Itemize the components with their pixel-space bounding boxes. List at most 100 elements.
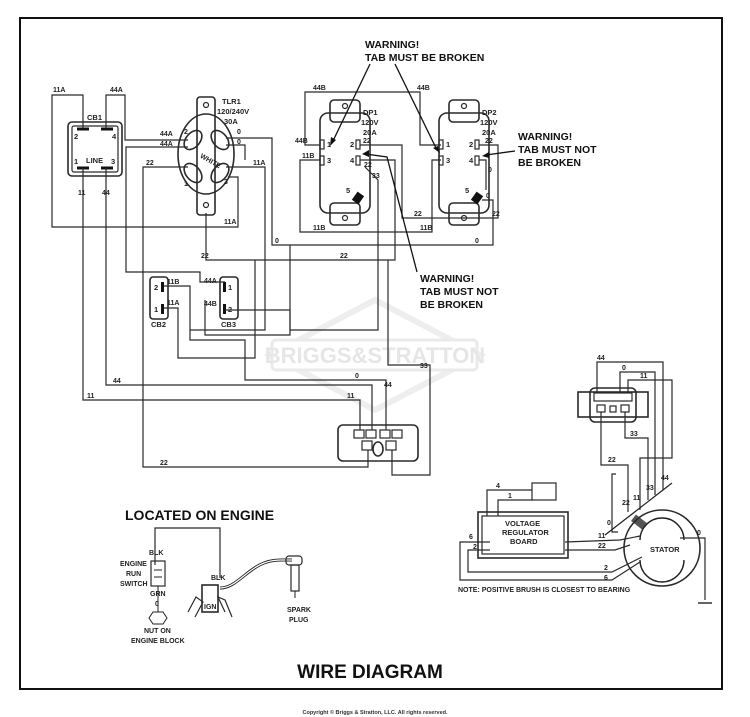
svg-text:0: 0 <box>237 139 241 146</box>
svg-text:BLK: BLK <box>211 575 225 582</box>
svg-text:1: 1 <box>184 181 188 188</box>
svg-text:4: 4 <box>469 156 474 165</box>
alternator-section: STATOR VOLTAGE REGULATOR BOARD 44 0 11 3… <box>458 355 712 604</box>
svg-text:20A: 20A <box>363 128 377 137</box>
svg-text:1: 1 <box>508 493 512 500</box>
svg-text:11A: 11A <box>224 219 236 226</box>
svg-text:11: 11 <box>78 190 86 197</box>
svg-text:0: 0 <box>486 193 490 200</box>
svg-text:33: 33 <box>646 485 654 492</box>
svg-text:5: 5 <box>346 186 350 195</box>
svg-text:44: 44 <box>661 475 669 482</box>
svg-text:44: 44 <box>113 378 121 385</box>
svg-text:BLK: BLK <box>149 550 163 557</box>
svg-text:11B: 11B <box>302 153 314 160</box>
svg-text:LOCATED ON ENGINE: LOCATED ON ENGINE <box>125 507 274 523</box>
svg-text:33: 33 <box>420 363 428 370</box>
svg-text:11: 11 <box>640 373 648 380</box>
svg-text:4: 4 <box>350 156 355 165</box>
svg-text:11: 11 <box>598 533 606 540</box>
svg-text:LINE: LINE <box>86 156 103 165</box>
svg-text:TLR1: TLR1 <box>222 97 241 106</box>
svg-text:ENGINE BLOCK: ENGINE BLOCK <box>131 638 185 645</box>
svg-text:0: 0 <box>237 129 241 136</box>
svg-text:PLUG: PLUG <box>289 617 309 624</box>
svg-text:2: 2 <box>184 129 188 136</box>
svg-text:RUN: RUN <box>126 571 141 578</box>
svg-text:REGULATOR: REGULATOR <box>502 528 549 537</box>
svg-text:22: 22 <box>485 138 493 145</box>
svg-text:22: 22 <box>622 500 630 507</box>
svg-text:0: 0 <box>697 530 701 537</box>
page-title: WIRE DIAGRAM <box>297 662 443 683</box>
svg-text:120V: 120V <box>361 118 379 127</box>
svg-text:1: 1 <box>327 140 331 149</box>
svg-text:WARNING!: WARNING! <box>420 273 474 285</box>
svg-text:2: 2 <box>74 132 78 141</box>
warning-tab-must-be-broken: WARNING! TAB MUST BE BROKEN <box>330 39 484 153</box>
svg-text:2: 2 <box>469 140 473 149</box>
svg-text:11: 11 <box>347 393 355 400</box>
svg-text:0: 0 <box>607 520 611 527</box>
svg-text:30A: 30A <box>224 117 238 126</box>
svg-text:11: 11 <box>87 393 95 400</box>
svg-text:VOLTAGE: VOLTAGE <box>505 519 540 528</box>
svg-text:5: 5 <box>465 186 469 195</box>
svg-text:2: 2 <box>350 140 354 149</box>
outlet-dp2: DP2 120V 20A 1 3 2 4 5 <box>438 99 498 226</box>
svg-text:NUT ON: NUT ON <box>144 628 171 635</box>
svg-text:6: 6 <box>469 534 473 541</box>
copyright: Copyright © Briggs & Stratton, LLC. All … <box>302 709 448 716</box>
watermark: BRIGGS&STRATTON <box>263 296 487 414</box>
svg-text:1: 1 <box>74 157 78 166</box>
warning-tab-must-not-be-broken-dp2: WARNING! TAB MUST NOT BE BROKEN <box>482 131 597 169</box>
svg-text:11A: 11A <box>253 160 265 167</box>
svg-text:WARNING!: WARNING! <box>518 131 572 143</box>
svg-text:44B: 44B <box>417 85 430 92</box>
svg-text:0: 0 <box>275 238 279 245</box>
brush-note: NOTE: POSITIVE BRUSH IS CLOSEST TO BEARI… <box>458 587 631 594</box>
svg-text:44: 44 <box>384 382 392 389</box>
svg-text:22: 22 <box>608 457 616 464</box>
svg-text:11A: 11A <box>53 87 65 94</box>
svg-text:11A: 11A <box>167 300 179 307</box>
svg-text:1: 1 <box>228 283 232 292</box>
svg-text:SWITCH: SWITCH <box>120 581 148 588</box>
svg-text:44B: 44B <box>204 301 217 308</box>
svg-text:3: 3 <box>111 157 115 166</box>
svg-text:WHITE: WHITE <box>199 153 222 171</box>
svg-text:WARNING!: WARNING! <box>365 39 419 51</box>
svg-text:44A: 44A <box>110 87 123 94</box>
circuit-breaker-cb3: 1 2 CB3 <box>219 276 239 329</box>
svg-text:STATOR: STATOR <box>650 545 680 554</box>
svg-text:6: 6 <box>604 575 608 582</box>
svg-text:22: 22 <box>201 253 209 260</box>
svg-text:22: 22 <box>492 211 500 218</box>
svg-text:120/240V: 120/240V <box>217 107 249 116</box>
svg-text:CB1: CB1 <box>87 113 102 122</box>
svg-text:BOARD: BOARD <box>510 537 538 546</box>
wire-labels: 11A 44A 11 44 44A 44A 22 0 0 11A 11A 44B… <box>53 85 500 467</box>
svg-text:44A: 44A <box>204 278 217 285</box>
connector-block <box>337 424 419 462</box>
svg-text:22: 22 <box>414 211 422 218</box>
frame-border <box>19 17 723 690</box>
wires <box>51 91 499 476</box>
warning-tab-must-not-be-broken-dp1: WARNING! TAB MUST NOT BE BROKEN <box>362 150 499 311</box>
svg-text:11B: 11B <box>167 279 179 286</box>
outlet-dp1: DP1 120V 20A 1 3 2 4 5 <box>319 99 379 226</box>
svg-text:0: 0 <box>475 238 479 245</box>
svg-text:CB3: CB3 <box>221 320 236 329</box>
svg-text:44: 44 <box>102 190 110 197</box>
svg-text:3: 3 <box>446 156 450 165</box>
svg-text:22: 22 <box>340 253 348 260</box>
svg-text:TAB MUST BE BROKEN: TAB MUST BE BROKEN <box>365 52 484 64</box>
svg-text:3: 3 <box>224 179 228 186</box>
svg-text:22: 22 <box>364 162 372 169</box>
svg-text:0: 0 <box>355 373 359 380</box>
svg-text:22: 22 <box>146 160 154 167</box>
svg-text:1: 1 <box>154 305 158 314</box>
svg-text:0: 0 <box>488 167 492 174</box>
svg-text:TAB MUST NOT: TAB MUST NOT <box>518 144 597 156</box>
